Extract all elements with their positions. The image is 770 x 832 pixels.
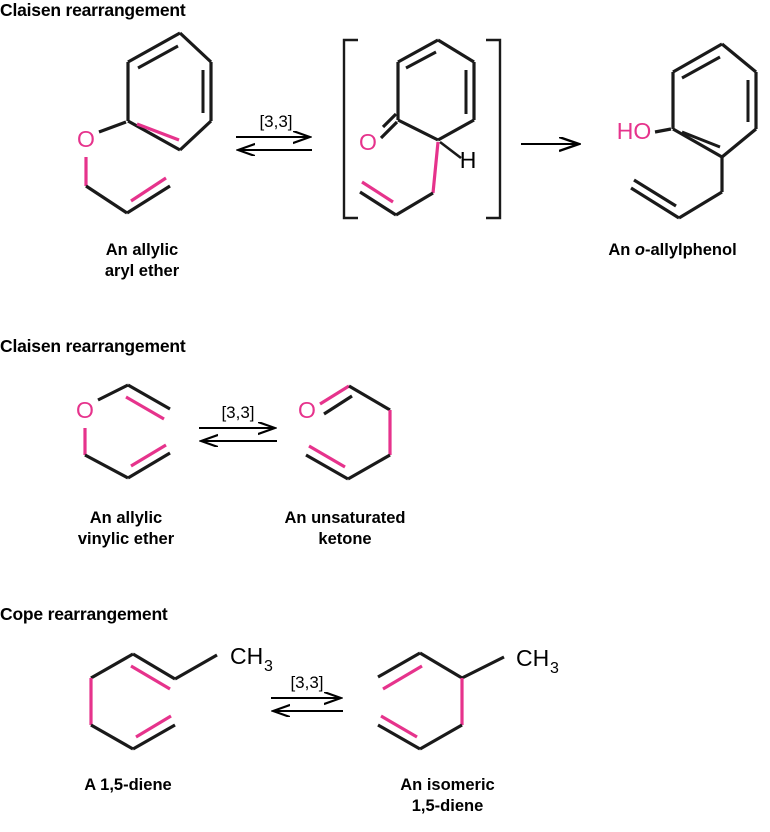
caption-1-5-diene: A 1,5-diene	[84, 776, 172, 794]
section-heading-claisen-vinyl: Claisen rearrangement	[0, 336, 186, 356]
bond-aryl-c6-c1	[127, 119, 181, 152]
structure-1-5-diene: CH 3	[89, 643, 273, 751]
caption-o-allylphenol: An o-allylphenol	[575, 240, 770, 261]
atom-methyl-reactant: CH	[230, 643, 263, 669]
bond-allyl-c1-c2	[85, 184, 128, 215]
reaction-label-33-c[interactable]: [3,3]	[290, 673, 323, 692]
bond-phenol-c6-c1	[672, 127, 723, 159]
caption-allylic-vinylic-ether: An allylic vinylic ether	[77, 509, 175, 548]
bond-ve-o-c	[97, 383, 129, 402]
bond-ve-vinyl-double-highlight	[125, 395, 165, 421]
bond-phenol-c3-c4	[720, 42, 758, 74]
bond-diene-c5-c6	[90, 723, 134, 751]
atom-carbonyl-oxygen-intermediate: O	[359, 129, 377, 155]
bond-phenol-c2-c3	[672, 42, 723, 74]
bond-ve-allyl-2	[127, 451, 171, 480]
atom-hydroxyl-group: HO	[617, 118, 652, 144]
bond-phenol-allyl-2	[678, 190, 723, 220]
bond-isodiene-c6-c7	[377, 723, 421, 751]
caption-allylic-aryl-ether: An allylic aryl ether	[104, 241, 180, 280]
bond-phenol-allyl-3	[630, 186, 680, 220]
bond-isodiene-c2-c3	[419, 651, 463, 680]
atom-methyl-product-subscript: 3	[550, 660, 559, 677]
atom-methyl-reactant-subscript: 3	[264, 658, 273, 675]
caption-unsaturated-ketone-text: An unsaturated ketone	[284, 509, 406, 548]
bond-phenol-c5-c6	[720, 127, 758, 159]
bond-phenol-inner-3	[681, 130, 721, 149]
equilibrium-arrow-2: [3,3]	[199, 403, 277, 441]
bond-int-allyl-2	[359, 190, 397, 217]
bond-diene-c2-c3	[132, 652, 176, 681]
reaction-label-33-b[interactable]: [3,3]	[221, 403, 254, 422]
bracket-right	[486, 38, 502, 220]
bond-aryl-inner-highlight	[136, 122, 180, 142]
structure-allylic-vinylic-ether: O	[76, 383, 171, 480]
bond-int-c-h	[439, 140, 462, 160]
caption-italic-o: o	[634, 241, 645, 259]
structure-o-allylphenol: HO	[617, 42, 758, 220]
bond-aryl-c2-c3	[127, 31, 181, 64]
bracket-left	[342, 38, 358, 220]
bond-ket-co-2	[323, 394, 353, 416]
bond-aryl-inner-1	[137, 44, 179, 70]
bond-isodiene-c1-c2	[377, 651, 421, 679]
bond-ve-allyl-double-highlight	[130, 443, 167, 468]
bond-int-inner-1	[405, 50, 437, 70]
bond-isodiene-c3-ch3	[461, 655, 505, 680]
bond-int-co-1	[379, 120, 399, 140]
bond-int-co-2	[381, 112, 398, 129]
bond-phenol-o-ring	[654, 127, 672, 134]
bond-diene-c3-ch3	[174, 653, 218, 681]
equilibrium-arrow-1: [3,3]	[236, 112, 312, 150]
bond-aryl-c3-c4	[178, 31, 213, 64]
section-heading-claisen-aryl: Claisen rearrangement	[0, 0, 186, 20]
equilibrium-arrow-3: [3,3]	[271, 673, 343, 711]
bond-isodiene-double-2-highlight	[380, 714, 418, 739]
bond-o-to-ring	[98, 120, 127, 134]
caption-o-allylphenol-prefix: An	[608, 241, 635, 259]
bond-int-c3-c4	[437, 38, 475, 64]
bond-int-c5-c6	[437, 118, 475, 142]
structure-unsaturated-ketone: O	[298, 384, 392, 481]
atom-methyl-product: CH	[516, 645, 549, 671]
section-heading-cope: Cope rearrangement	[0, 604, 168, 624]
bond-int-allyl-1	[395, 191, 434, 217]
bond-ket-c2-c3	[348, 384, 391, 412]
bond-diene-double-1-highlight	[130, 664, 171, 691]
bond-int-c2-c3	[397, 38, 439, 64]
bond-diene-c6-c7	[132, 723, 176, 751]
atom-hydrogen-intermediate: H	[460, 147, 477, 173]
bond-ve-c-c-vinyl	[127, 383, 171, 411]
bond-ket-alkene-double-highlight	[308, 444, 346, 469]
bond-ve-allyl-1	[84, 453, 129, 480]
bond-diene-c1-c2	[90, 652, 134, 680]
bond-isodiene-c5-c6	[419, 723, 463, 751]
reaction-label-33-a[interactable]: [3,3]	[259, 112, 292, 131]
bond-int-new-sigma-highlight	[431, 141, 440, 194]
bond-int-c6-c1	[397, 118, 439, 142]
bond-ket-c4-c5	[347, 453, 391, 481]
caption-o-allylphenol-suffix: -allylphenol	[645, 241, 737, 259]
bond-aryl-c5-c6	[178, 119, 213, 152]
bond-isodiene-double-1-highlight	[382, 664, 423, 691]
atom-ether-oxygen: O	[77, 126, 95, 152]
bond-ket-co-1-highlight	[319, 384, 350, 406]
bond-diene-double-2-highlight	[135, 714, 172, 739]
atom-ether-oxygen-vinylic: O	[76, 397, 94, 423]
atom-carbonyl-oxygen-ketone: O	[298, 397, 316, 423]
structure-allylic-aryl-ether: O	[77, 31, 213, 215]
caption-isomeric-1-5-diene: An isomeric 1,5-diene	[400, 776, 495, 815]
bond-allyl-double-highlight	[130, 176, 167, 203]
bond-phenol-allyl-double	[633, 178, 677, 208]
bond-int-allyl-double-highlight	[361, 180, 394, 204]
structure-isomeric-1-5-diene: CH 3	[377, 645, 559, 751]
intermediate-brackets	[342, 38, 502, 220]
bond-ket-c5-c6	[305, 453, 349, 481]
bond-phenol-inner-1	[681, 55, 721, 80]
structure-cyclohexadienone-intermediate: O H	[359, 38, 477, 217]
bond-allyl-c2-c3	[126, 184, 171, 215]
